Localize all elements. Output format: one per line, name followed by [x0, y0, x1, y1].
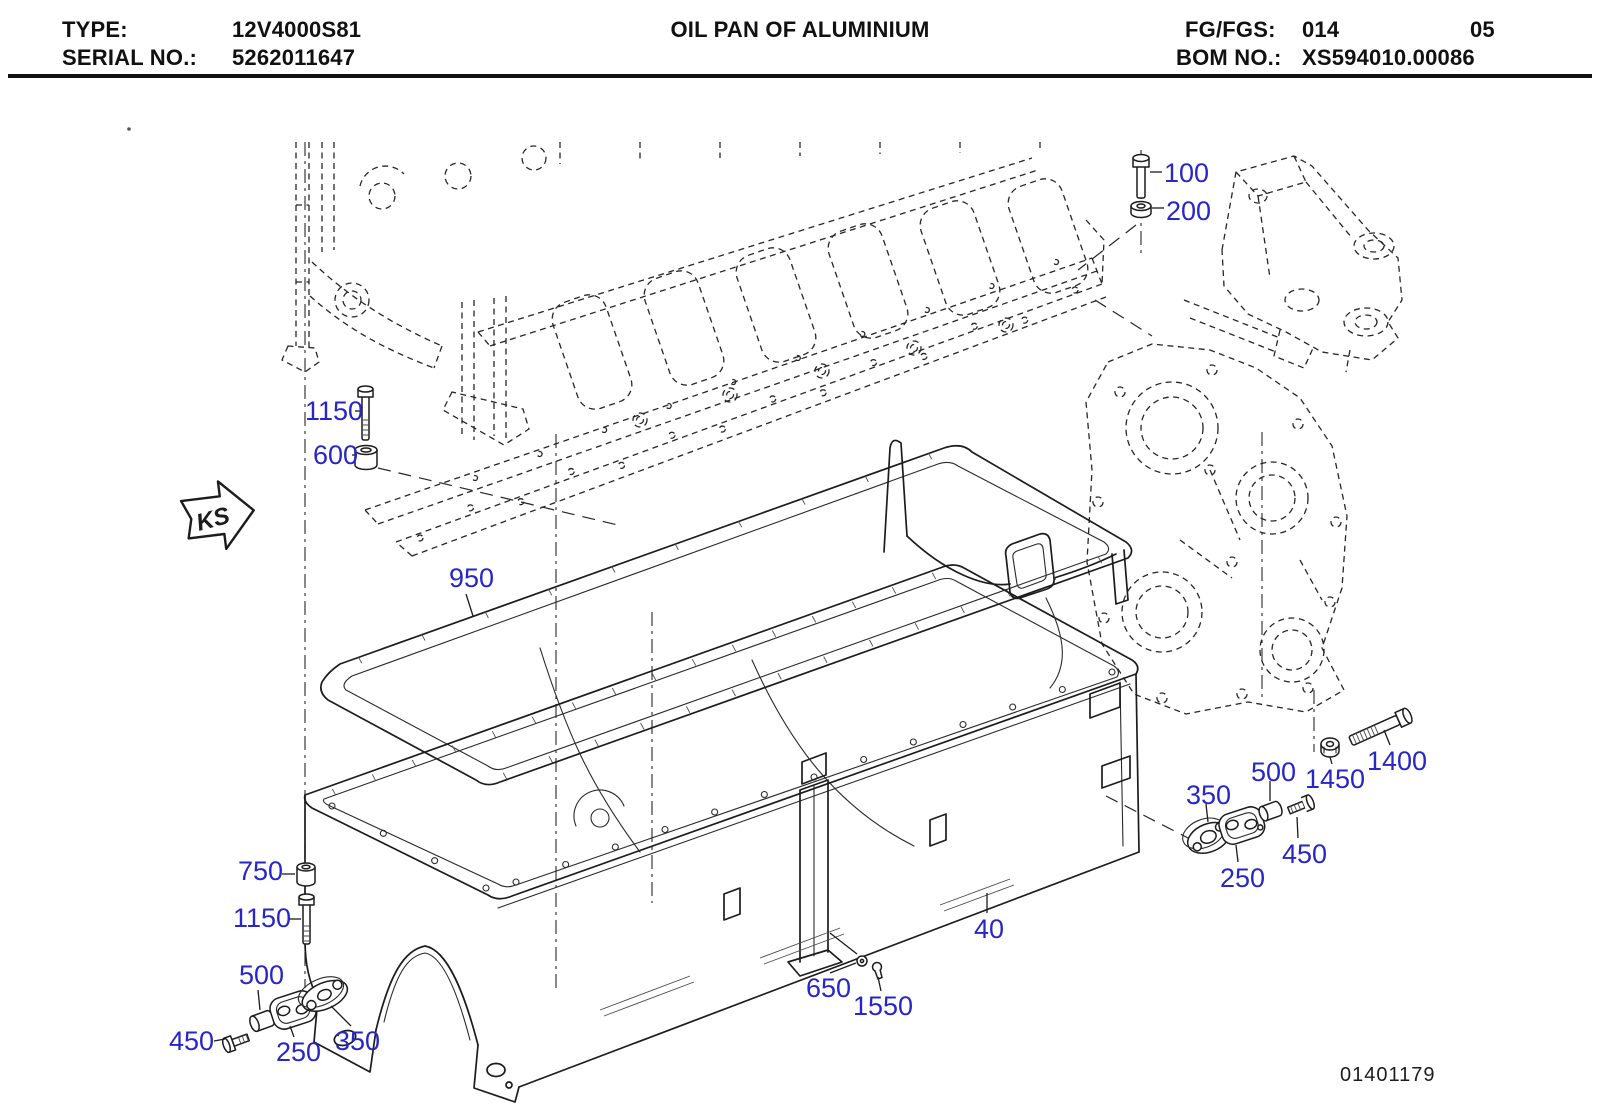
- engine-block-outline: [281, 142, 1107, 557]
- fg-label: FG/FGS:: [1185, 17, 1276, 42]
- bushing-600-icon: [354, 444, 378, 471]
- drawing-number: 01401179: [1340, 1064, 1436, 1086]
- part-callout-350-10[interactable]: 350: [335, 1026, 381, 1056]
- bom-value: XS594010.00086: [1302, 45, 1475, 70]
- stray-mark: [127, 127, 131, 131]
- spacer-250-right-icon: [1218, 806, 1266, 845]
- part-callout-600-3[interactable]: 600: [313, 440, 359, 470]
- part-callout-250-9[interactable]: 250: [276, 1037, 322, 1067]
- fitting-650-icon: [829, 932, 868, 967]
- flange-350-left-icon: [297, 976, 349, 1012]
- plug-500-right-icon: [1258, 800, 1283, 822]
- bom-label: BOM NO.:: [1176, 45, 1282, 70]
- part-callout-40-13[interactable]: 40: [974, 914, 1005, 944]
- bolt-450-right-icon: [1286, 794, 1316, 815]
- oil-pan-body: [303, 564, 1140, 1103]
- page-title: OIL PAN OF ALUMINIUM: [670, 17, 930, 42]
- part-callout-250-16[interactable]: 250: [1220, 863, 1266, 893]
- bolt-450-left-icon: [221, 1033, 251, 1054]
- fg-value: 014: [1302, 17, 1340, 42]
- bushing-750-icon: [296, 862, 316, 887]
- part-callout-450-8[interactable]: 450: [169, 1026, 215, 1056]
- part-callout-100-0[interactable]: 100: [1164, 158, 1210, 188]
- screw-1550-icon: [871, 961, 883, 980]
- part-callout-1400-19[interactable]: 1400: [1367, 746, 1428, 776]
- bolt-1150-upper-icon: [357, 385, 374, 441]
- part-callout-500-7[interactable]: 500: [239, 960, 285, 990]
- part-callout-1450-18[interactable]: 1450: [1305, 764, 1366, 794]
- header-divider: [8, 74, 1592, 78]
- type-label: TYPE:: [62, 17, 128, 42]
- part-callout-350-14[interactable]: 350: [1186, 780, 1232, 810]
- part-callout-950-4[interactable]: 950: [449, 563, 495, 593]
- support-bracket-outline: [1183, 155, 1403, 373]
- part-callout-650-11[interactable]: 650: [806, 973, 852, 1003]
- bolt-1400-icon: [1348, 707, 1413, 746]
- washer-1450-icon: [1320, 737, 1340, 758]
- view-direction-marker: KS: [179, 480, 255, 551]
- leader-lines: [213, 171, 1391, 1042]
- bolt-1150-lower-icon: [298, 893, 315, 945]
- nut-200-icon: [1130, 200, 1152, 219]
- serial-label: SERIAL NO.:: [62, 45, 198, 70]
- sheet-number: 05: [1470, 17, 1495, 42]
- part-callout-1150-2[interactable]: 1150: [305, 396, 364, 426]
- bolt-100-icon: [1132, 153, 1150, 199]
- ks-arrow-icon: [179, 480, 255, 551]
- gearcase-outline: [1085, 343, 1348, 715]
- part-callout-500-15[interactable]: 500: [1251, 757, 1297, 787]
- fastener-icons: [221, 153, 1413, 1054]
- part-callout-750-5[interactable]: 750: [238, 856, 284, 886]
- part-callout-200-1[interactable]: 200: [1166, 196, 1212, 226]
- type-value: 12V4000S81: [232, 17, 362, 42]
- part-callout-1550-12[interactable]: 1550: [853, 991, 914, 1021]
- part-callout-450-17[interactable]: 450: [1282, 839, 1328, 869]
- oil-pan-gasket: [320, 439, 1133, 786]
- serial-value: 5262011647: [232, 45, 356, 70]
- part-callout-1150-6[interactable]: 1150: [233, 903, 292, 933]
